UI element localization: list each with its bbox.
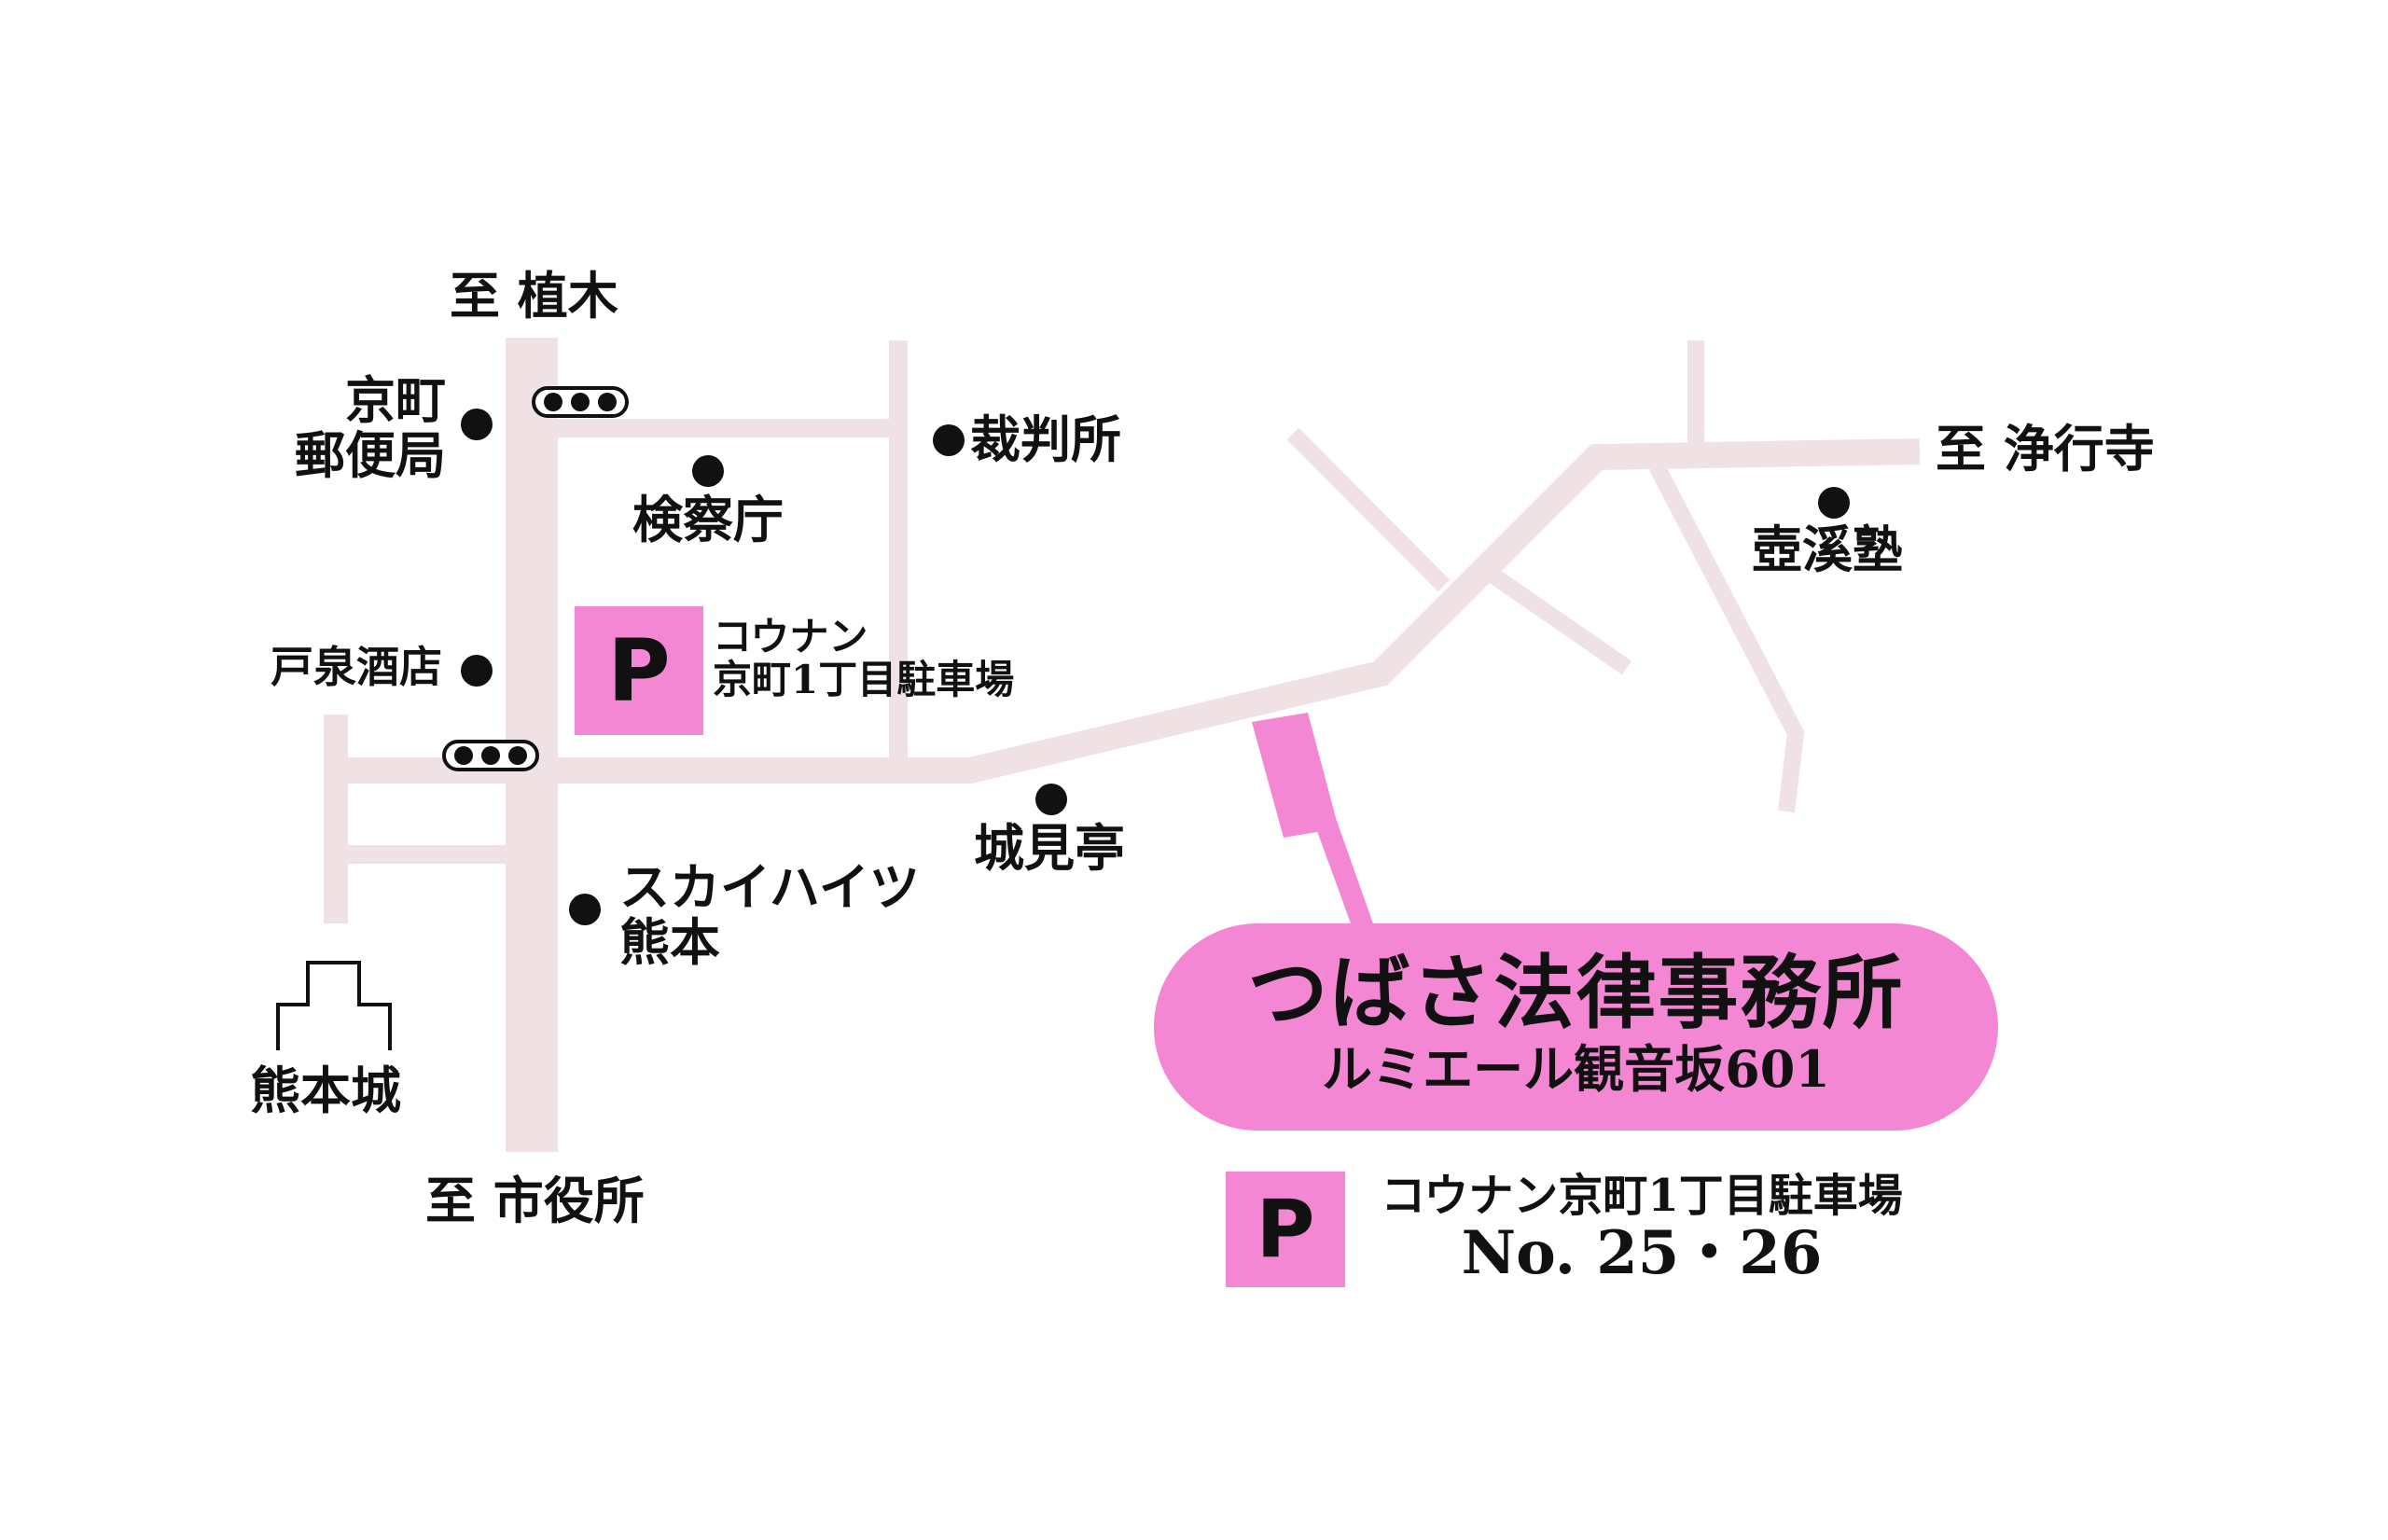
direction-south: 至 市役所: [425, 1172, 645, 1230]
parking-info-icon: P: [1226, 1172, 1345, 1287]
office-callout: つばさ法律事務所 ルミエール観音坂601: [1154, 923, 1998, 1131]
landmark-dot-icon: [692, 455, 724, 487]
direction-east: 至 浄行寺: [1936, 420, 2155, 479]
landmark-dot-icon: [1035, 784, 1067, 815]
landmark-dot-icon: [461, 409, 493, 440]
castle-label: 熊本城: [250, 1061, 401, 1120]
parking-info-number: No. 25・26: [1461, 1217, 1823, 1288]
office-building: ルミエール観音坂601: [1322, 1038, 1830, 1099]
direction-north: 至 植木: [450, 267, 618, 326]
office-building-pointer: [1313, 821, 1373, 923]
east-south-road: [1649, 462, 1805, 813]
castle-view-label: 城見亭: [974, 819, 1125, 878]
court-label: 裁判所: [970, 410, 1121, 469]
traffic-signal-icon: [442, 740, 539, 771]
office-building-marker: [1252, 713, 1339, 838]
post-office-label: 京町 郵便局: [295, 371, 446, 486]
parking-info-label: コウナン京町1丁目駐車場 No. 25・26: [1371, 1172, 1912, 1286]
parking-icon: P: [575, 606, 703, 735]
landmark-dot-icon: [1818, 487, 1850, 519]
prosecutor-label: 検察庁: [632, 491, 784, 549]
parking-info-name: コウナン京町1丁目駐車場: [1381, 1170, 1903, 1222]
office-name: つばさ法律事務所: [1247, 946, 1905, 1040]
main-diagonal: [558, 438, 1921, 784]
castle-icon: [276, 961, 392, 1050]
landmark-dot-icon: [461, 655, 493, 687]
cross-diagonal-se: [1485, 566, 1632, 675]
landmark-dot-icon: [569, 894, 601, 925]
cross-diagonal-nw: [1286, 427, 1451, 592]
toizumi-label: 戸泉酒店: [271, 642, 442, 692]
tsuboi-label: 壺溪塾: [1752, 520, 1903, 579]
landmark-dot-icon: [933, 424, 965, 456]
traffic-signal-icon: [532, 386, 629, 418]
parking-near-label: コウナン 京町1丁目駐車場: [713, 614, 1015, 703]
sky-heights-label: スカイハイツ 熊本: [619, 858, 920, 973]
